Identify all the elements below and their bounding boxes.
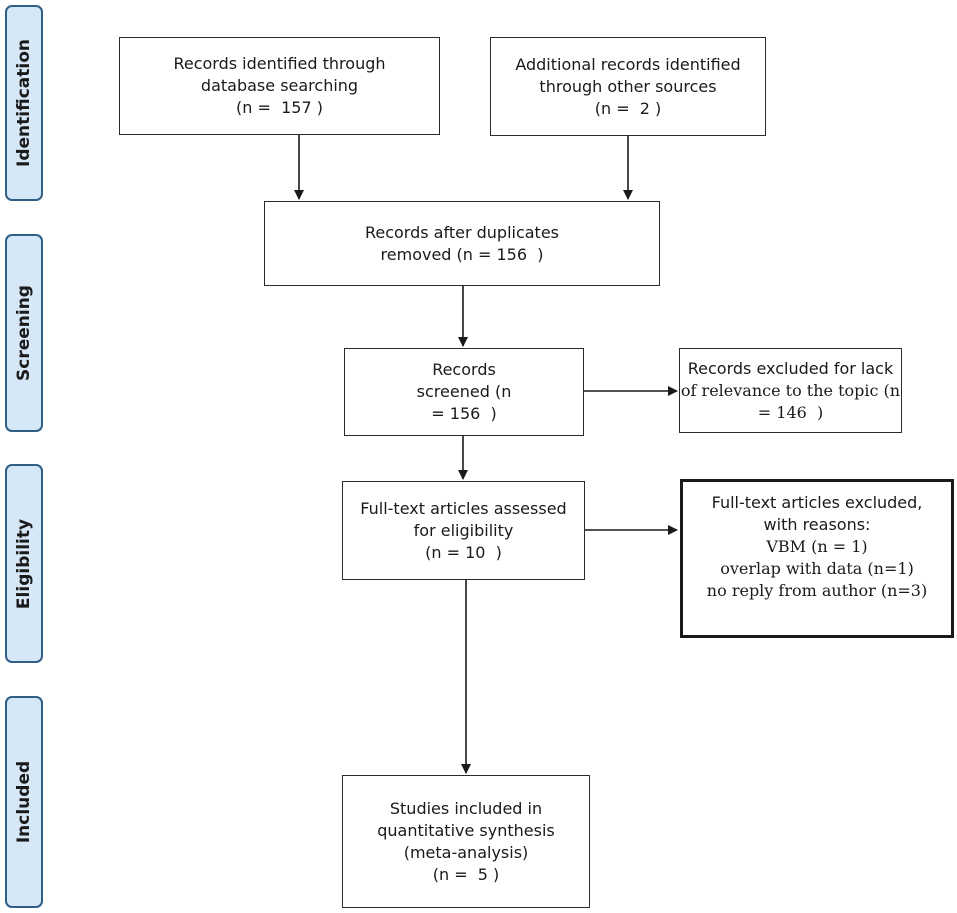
text-line: (meta-analysis) (403, 842, 529, 862)
text-line: Full-text articles assessed (360, 498, 567, 518)
text-line: (n = 5 ) (432, 864, 500, 884)
text-line: screened (n (416, 382, 512, 401)
phase-identification: Identification (5, 5, 43, 201)
box-included-studies: Studies included in quantitative synthes… (342, 775, 590, 908)
text-line: database searching (200, 76, 359, 95)
text-line: Full-text articles excluded, (711, 493, 923, 512)
text-line: removed (n = 156 ) (380, 244, 544, 264)
text-line: Studies included in (389, 798, 543, 818)
text-line: Records excluded for lack (687, 358, 894, 378)
text-line: for eligibility (413, 520, 514, 540)
text-line: overlap with data (n=1) (720, 559, 914, 578)
box-other-sources: Additional records identified through ot… (490, 37, 766, 136)
text-line: (n = 157 ) (236, 98, 323, 117)
phase-screening: Screening (5, 234, 43, 432)
text-line: (n = 10 ) (425, 542, 502, 562)
text-line: Records identified through (173, 54, 386, 73)
box-database-search: Records identified through database sear… (119, 37, 440, 135)
text-line: through other sources (539, 76, 717, 96)
text-line: = 146 ) (757, 402, 824, 422)
text-line: Records (432, 360, 496, 379)
text-line: = 156 ) (431, 404, 497, 423)
text-line: with reasons: (763, 515, 871, 534)
text-line: (n = 2 ) (594, 98, 662, 118)
box-records-screened: Records screened (n = 156 ) (344, 348, 584, 436)
text-line: Additional records identified (515, 54, 741, 74)
text-line: Records after duplicates (364, 222, 560, 242)
text-line: no reply from author (n=3) (706, 581, 928, 600)
box-fulltext-excluded: Full-text articles excluded, with reason… (680, 479, 954, 638)
box-excluded-relevance: Records excluded for lack of relevance t… (679, 348, 902, 433)
box-fulltext-assessed: Full-text articles assessed for eligibil… (342, 481, 585, 580)
phase-eligibility: Eligibility (5, 464, 43, 663)
text-line: of relevance to the topic (n (680, 380, 901, 400)
phase-included: Included (5, 696, 43, 908)
text-line: quantitative synthesis (377, 820, 555, 840)
box-after-duplicates: Records after duplicates removed (n = 15… (264, 201, 660, 286)
text-line: VBM (n = 1) (766, 537, 868, 556)
